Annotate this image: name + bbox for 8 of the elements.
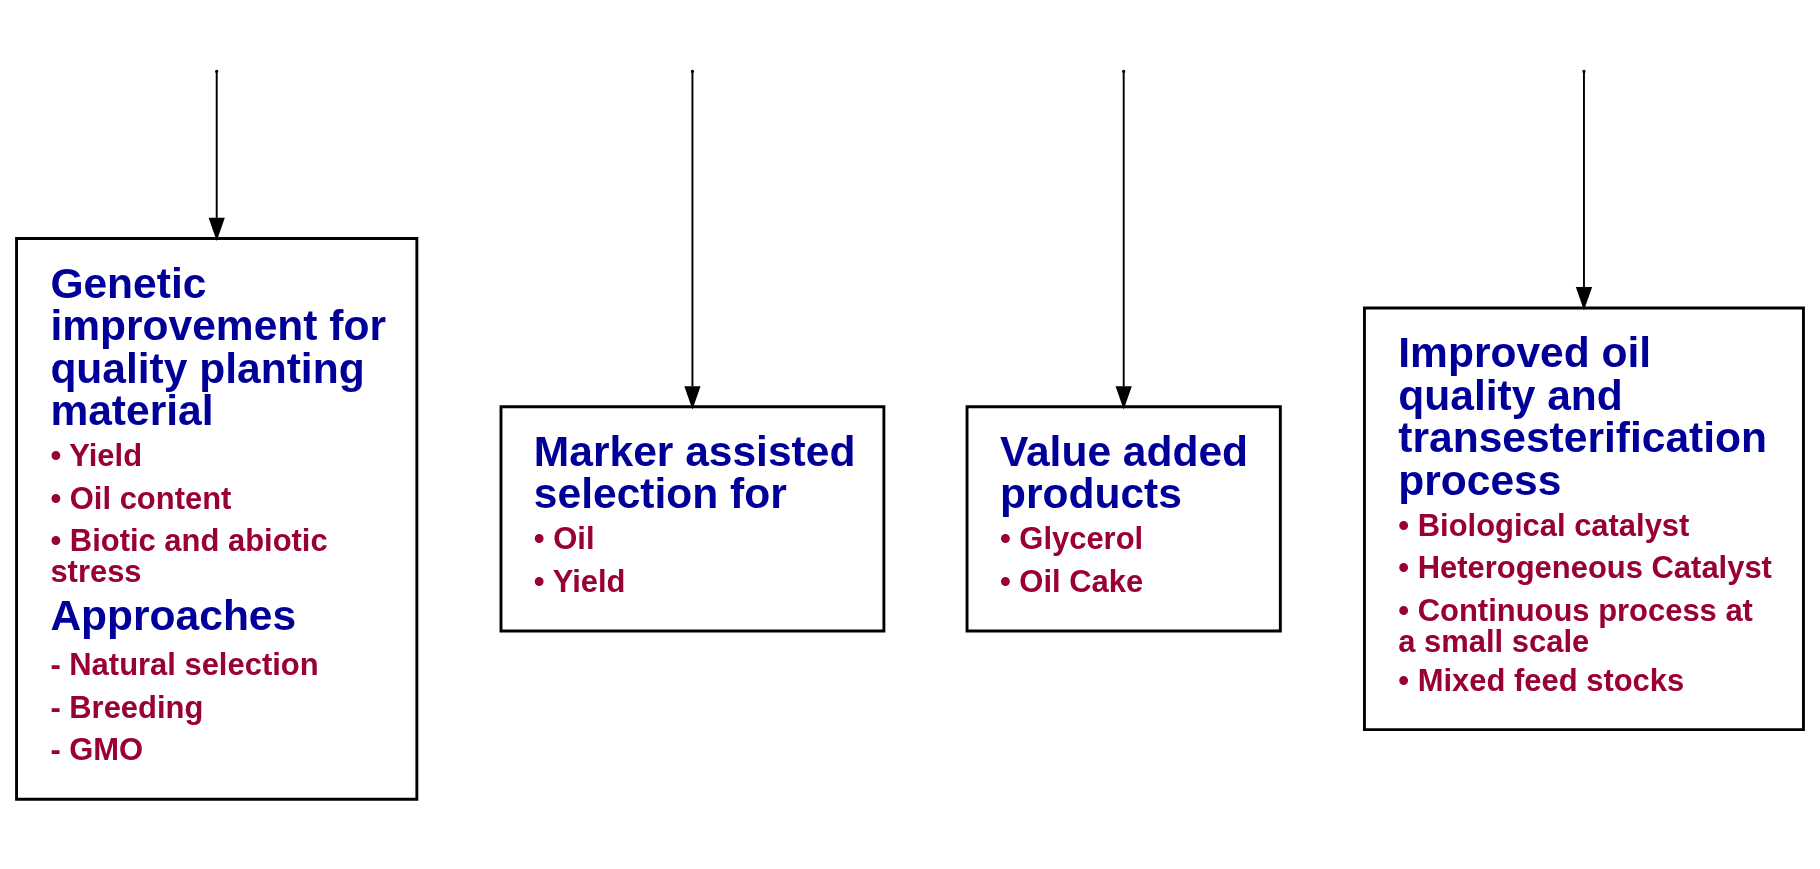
arrow	[1575, 71, 1593, 310]
node-box: Improved oil quality and transesterification process • Biological catalyst • Heterogeneous Catalyst • Continuous process at a small scale • Mixed feed stocks	[1363, 306, 1805, 731]
arrow	[208, 71, 225, 241]
arrow	[684, 71, 701, 409]
node-box: Genetic improvement for quality planting material • Yield • Oil content • Biotic and abiotic stress Approaches - Natural selection - Breeding - GMO	[15, 236, 419, 801]
arrow	[1115, 71, 1132, 409]
node-box: Marker assisted selection for • Oil • Yield	[499, 404, 886, 632]
node-box: Value added products • Glycerol • Oil Cake	[965, 404, 1282, 632]
